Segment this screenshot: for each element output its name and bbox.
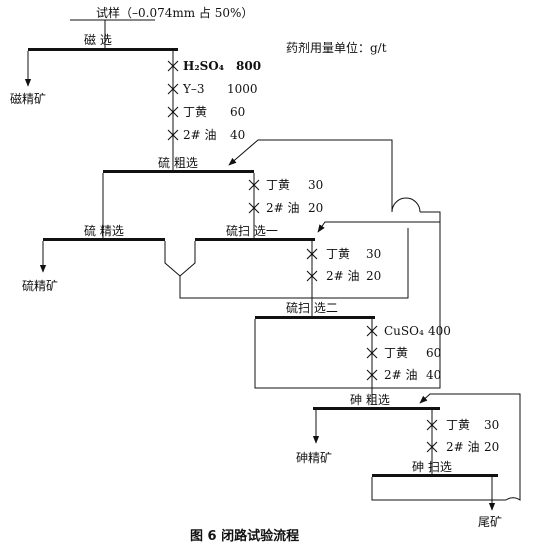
reagent-name: 2# 油 [446, 440, 480, 454]
return-loop-2 [317, 211, 441, 233]
reagent-name: 丁黄 [266, 178, 290, 192]
reagents-s-scav1: 丁黄 30 2# 油 20 [248, 178, 323, 215]
reagents-as-scav: 丁黄 30 2# 油 20 [426, 418, 499, 454]
reagent-name: 2# 油 [183, 128, 217, 142]
as-scav-label: 砷 扫选 [412, 460, 452, 474]
reagents-s-rough: H₂SO₄ 800 Y–3 1000 丁黄 60 2# 油 40 [167, 59, 261, 142]
reagents-s-scav2: 丁黄 30 2# 油 20 [306, 247, 381, 283]
as-conc-label: 砷精矿 [296, 451, 332, 465]
s-clean-label: 硫 精选 [84, 223, 124, 238]
s-scav1-label: 硫扫 选一 [226, 223, 278, 238]
s-rough-label: 硫 粗选 [158, 155, 198, 170]
reagent-dose: 1000 [227, 82, 258, 96]
reagent-name: H₂SO₄ [183, 59, 224, 73]
reagent-dose: 20 [308, 201, 323, 215]
reagent-dose: 20 [366, 269, 381, 283]
magnetic-label: 磁 选 [84, 32, 112, 47]
reagent-name: Y–3 [182, 82, 205, 96]
reagent-name: CuSO₄ [384, 324, 424, 338]
reagent-name: 2# 油 [266, 201, 300, 215]
reagent-dose: 800 [236, 59, 261, 73]
reagent-dose: 400 [428, 324, 451, 338]
s-scav2-label: 硫扫 选二 [286, 300, 338, 315]
s-scav2-cell [255, 316, 375, 319]
as-rough-cell [313, 407, 440, 410]
feed-label: 试样（–0.074mm 占 50%） [96, 5, 253, 20]
as-scav-cell [372, 474, 498, 477]
as-scav-conc-return-a [371, 477, 506, 501]
reagent-dose: 40 [230, 128, 245, 142]
s-scav1-cell [195, 238, 315, 241]
reagent-name: 丁黄 [326, 247, 350, 261]
tailings-label: 尾矿 [478, 515, 502, 529]
reagent-name: 丁黄 [183, 105, 207, 119]
s-scav2-conc-return [254, 222, 441, 389]
reagents-as-rough: CuSO₄ 400 丁黄 60 2# 油 40 [366, 324, 451, 382]
units-note: 药剂用量单位：g/t [286, 40, 387, 55]
as-scav-conc-return-b [419, 393, 521, 501]
loop-crossover-1 [391, 197, 421, 213]
magnetic-cell [28, 48, 178, 51]
reagent-name: 2# 油 [384, 368, 418, 382]
figure-caption: 图 6 闭路试验流程 [190, 528, 299, 544]
reagent-name: 2# 油 [326, 269, 360, 283]
mag-conc-label: 磁精矿 [10, 91, 46, 106]
s-clean-tail-junction [164, 241, 196, 277]
s-rough-cell [103, 170, 254, 173]
return-loop-1a [179, 228, 409, 299]
reagent-name: 丁黄 [384, 346, 408, 360]
reagent-dose: 30 [366, 247, 381, 261]
reagent-dose: 30 [308, 178, 323, 192]
return-loop-1b [228, 139, 393, 212]
reagent-dose: 60 [426, 346, 441, 360]
reagent-dose: 60 [230, 105, 245, 119]
reagent-name: 丁黄 [446, 418, 470, 432]
reagent-dose: 20 [484, 440, 499, 454]
reagent-dose: 30 [484, 418, 499, 432]
s-conc-label: 硫精矿 [22, 278, 58, 293]
as-rough-label: 砷 粗选 [350, 393, 390, 407]
s-clean-cell [43, 238, 165, 241]
reagent-dose: 40 [426, 368, 441, 382]
